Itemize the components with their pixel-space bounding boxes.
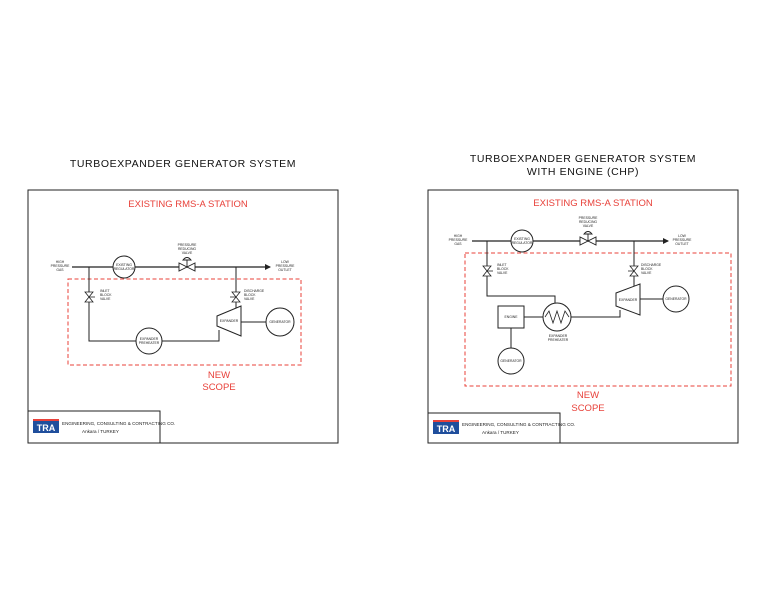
right-prv-label-1: PRESSURE [579, 216, 598, 220]
right-engine-label: ENGINE [505, 315, 519, 319]
right-footer-company: ENGINEERING, CONSULTING & CONTRACTING CO… [462, 422, 575, 427]
left-new-scope-line1: NEW [208, 370, 230, 381]
right-preheater-label-2: PREHEATER [548, 338, 569, 342]
right-label-hp-gas-1: HIGH [454, 234, 463, 238]
left-new-scope-line2: SCOPE [202, 382, 235, 393]
right-existing-regulator [510, 229, 534, 253]
left-new-scope-box [67, 278, 302, 366]
left-inlet-branch-pipe [88, 267, 136, 342]
right-existing-label: EXISTING RMS-A STATION [533, 198, 653, 209]
right-discharge-valve-label-2: BLOCK [641, 267, 653, 271]
right-regulator-label-1: EXISTING [514, 237, 530, 241]
right-new-scope-line1: NEW [577, 390, 599, 401]
right-preheater-label-1: EXPANDER [549, 334, 568, 338]
left-logo-text: TRA [37, 423, 56, 433]
right-footer-location: Ankara / TURKEY [482, 430, 519, 435]
right-regulator-label-2: REGULATOR [512, 241, 533, 245]
left-frame [27, 189, 339, 444]
left-preheater-label-2: PREHEATER [139, 341, 160, 345]
right-generator-label: GENERATOR [665, 297, 687, 301]
right-discharge-valve-label-3: VALVE [641, 271, 652, 275]
right-prv-label-3: VALVE [583, 224, 594, 228]
right-new-scope-line2: SCOPE [571, 403, 604, 414]
left-generator [265, 307, 295, 337]
left-prv-label-3: VALVE [182, 251, 193, 255]
left-footer-location: Ankara / TURKEY [82, 429, 119, 434]
left-generator-label: GENERATOR [269, 320, 291, 324]
left-discharge-valve-label-3: VALVE [244, 297, 255, 301]
left-existing-label: EXISTING RMS-A STATION [128, 199, 248, 210]
right-engine-generator [497, 347, 525, 375]
right-inlet-valve-label-2: BLOCK [497, 267, 509, 271]
right-discharge-valve-label-1: DISCHARGE [641, 263, 662, 267]
right-label-hp-gas-3: GAS [454, 242, 462, 246]
left-label-lp-2: PRESSURE [276, 264, 295, 268]
right-inlet-valve-label-3: VALVE [497, 271, 508, 275]
left-regulator-label-1: EXISTING [116, 263, 132, 267]
left-label-lp-3: OUTLET [278, 268, 291, 272]
left-expander-label: EXPANDER [220, 319, 239, 323]
right-label-hp-gas-2: PRESSURE [449, 238, 468, 242]
right-frame [427, 189, 739, 444]
right-prv-label-2: REDUCING [579, 220, 597, 224]
right-engine-generator-label: GENERATOR [500, 359, 522, 363]
right-logo-text: TRA [437, 424, 456, 434]
left-regulator-label-2: REGULATOR [114, 267, 135, 271]
left-preheater-to-expander-pipe [162, 330, 220, 342]
left-inlet-block-valve [84, 291, 95, 303]
left-pressure-reducing-valve [178, 257, 196, 272]
right-discharge-block-valve [628, 265, 639, 277]
left-diagram: EXISTING RMS-A STATION HIGH PRESSURE GAS… [27, 189, 339, 444]
left-existing-regulator [112, 255, 136, 279]
right-diagram: EXISTING RMS-A STATION HIGH PRESSURE GAS… [427, 189, 739, 444]
right-pressure-reducing-valve [579, 231, 597, 246]
left-title-text: TURBOEXPANDER GENERATOR SYSTEM [69, 158, 297, 170]
left-diagram-title: TURBOEXPANDER GENERATOR SYSTEM [28, 158, 338, 171]
left-footer-company: ENGINEERING, CONSULTING & CONTRACTING CO… [62, 421, 175, 426]
left-prv-label-1: PRESSURE [178, 243, 197, 247]
right-generator [662, 285, 690, 313]
right-diagram-title: TURBOEXPANDER GENERATOR SYSTEM WITH ENGI… [428, 153, 738, 179]
right-title-line2: WITH ENGINE (CHP) [526, 166, 640, 178]
right-title-line1: TURBOEXPANDER GENERATOR SYSTEM [469, 153, 697, 165]
left-discharge-valve-label-1: DISCHARGE [244, 289, 265, 293]
right-expander [615, 283, 641, 316]
left-label-hp-gas-3: GAS [56, 268, 64, 272]
right-new-scope-box [464, 252, 732, 387]
left-inlet-valve-label-1: INLET [100, 289, 110, 293]
right-heat-exchanger [542, 302, 572, 332]
right-label-lp-1: LOW [678, 234, 687, 238]
left-inlet-valve-label-2: BLOCK [100, 293, 112, 297]
right-label-lp-3: OUTLET [675, 242, 688, 246]
left-preheater-label-1: EXPANDER [140, 337, 159, 341]
left-label-lp-1: LOW [281, 260, 290, 264]
right-hx-to-expander-pipe [571, 310, 621, 318]
right-company-logo: TRA [433, 420, 459, 434]
right-inlet-valve-label-1: INLET [497, 263, 507, 267]
right-expander-label: EXPANDER [619, 298, 638, 302]
left-label-hp-gas-1: HIGH [56, 260, 65, 264]
left-company-logo: TRA [33, 419, 59, 433]
right-label-lp-2: PRESSURE [673, 238, 692, 242]
left-discharge-block-valve [230, 291, 241, 303]
left-inlet-valve-label-3: VALVE [100, 297, 111, 301]
left-expander [216, 305, 242, 337]
left-discharge-valve-label-2: BLOCK [244, 293, 256, 297]
left-label-hp-gas-2: PRESSURE [51, 264, 70, 268]
left-prv-label-2: REDUCING [178, 247, 196, 251]
right-inlet-block-valve [482, 265, 493, 277]
